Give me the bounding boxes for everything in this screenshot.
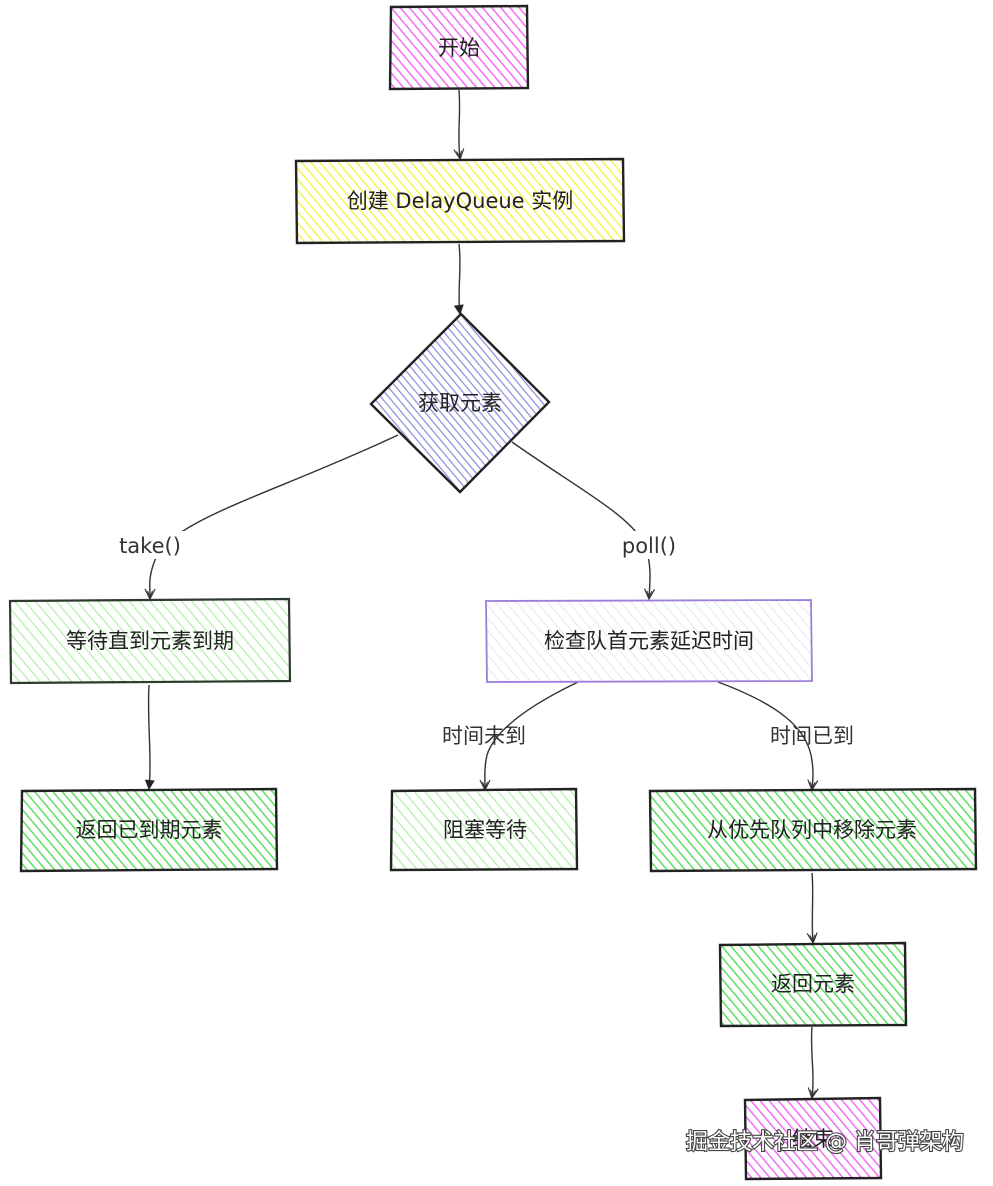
edge-wait-to-return-expired [144,684,155,790]
block-node: 阻塞等待 [389,787,579,872]
get-label: 获取元素 [418,391,502,415]
edge-return-element-to-end [812,1026,813,1097]
remove-node: 从优先队列中移除元素 [648,787,978,873]
take-label-bg [110,531,190,559]
edge-label-take: take() [119,534,181,558]
wait-label: 等待直到元素到期 [66,629,234,653]
edge-get-to-wait [150,434,399,598]
get-decision-node: 获取元素 [369,312,551,494]
create-node: 创建 DelayQueue 实例 [294,157,626,245]
edge-start-to-create [459,89,460,158]
edge-check-to-block [485,681,579,789]
edge-get-to-check [511,441,650,598]
edge-label-poll: poll() [622,534,676,558]
remove-label: 从优先队列中移除元素 [707,818,917,842]
edge-create-to-get [453,243,464,315]
return-expired-label: 返回已到期元素 [76,818,223,842]
edge-remove-to-return-element [812,872,813,942]
block-label: 阻塞等待 [443,818,527,842]
end-label: 结束 [792,1127,834,1151]
edge-label-due: 时间已到 [770,724,854,748]
return-expired-node: 返回已到期元素 [19,787,279,873]
check-label: 检查队首元素延迟时间 [544,629,754,653]
end-node: 结束 [743,1096,883,1181]
wait-node: 等待直到元素到期 [8,597,292,685]
edge-label-not-due: 时间未到 [442,724,526,748]
return-element-node: 返回元素 [718,941,908,1028]
watermark-text: 掘金技术社区 @ 肖哥弹架构 [686,1130,964,1155]
check-node: 检查队首元素延迟时间 [485,599,813,683]
create-label: 创建 DelayQueue 实例 [347,189,574,213]
poll-label-bg [612,531,686,559]
start-node: 开始 [388,4,530,91]
edge-check-to-remove [717,681,813,789]
start-label: 开始 [438,36,480,60]
return-element-label: 返回元素 [771,972,855,996]
